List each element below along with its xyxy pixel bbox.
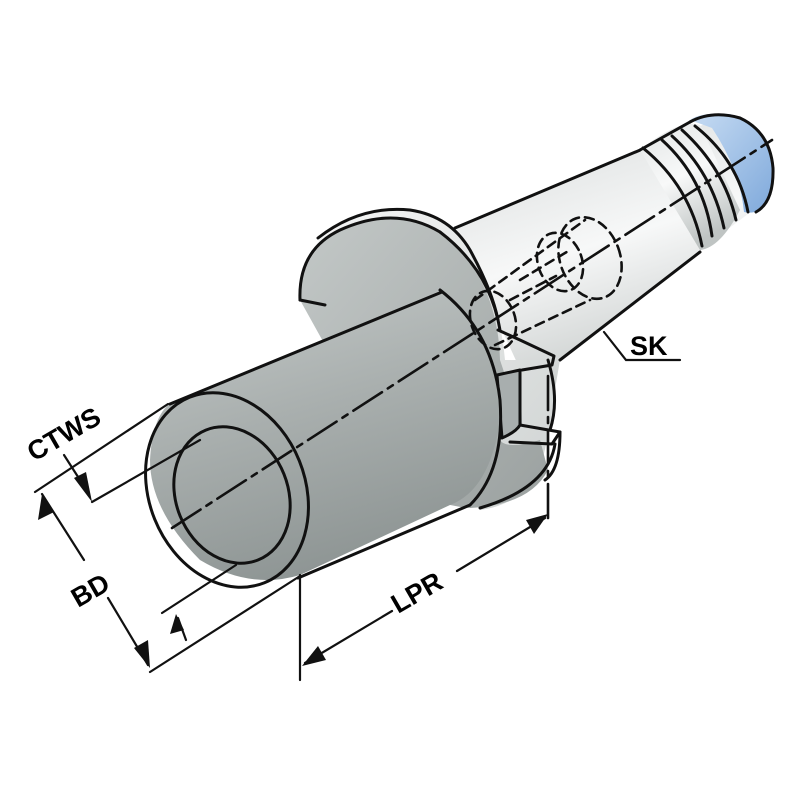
leader-sk: SK — [602, 330, 682, 362]
bore-opening — [172, 425, 292, 565]
center-axis — [170, 138, 774, 530]
label-sk: SK — [630, 331, 668, 361]
hidden-internal-features — [468, 215, 623, 351]
retention-knob — [638, 113, 775, 250]
label-bd: BD — [66, 568, 115, 613]
label-lpr: LPR — [386, 566, 448, 619]
cylinder-body — [144, 288, 503, 589]
label-ctws: CTWS — [22, 401, 106, 467]
blue-ring-icon — [690, 113, 773, 213]
